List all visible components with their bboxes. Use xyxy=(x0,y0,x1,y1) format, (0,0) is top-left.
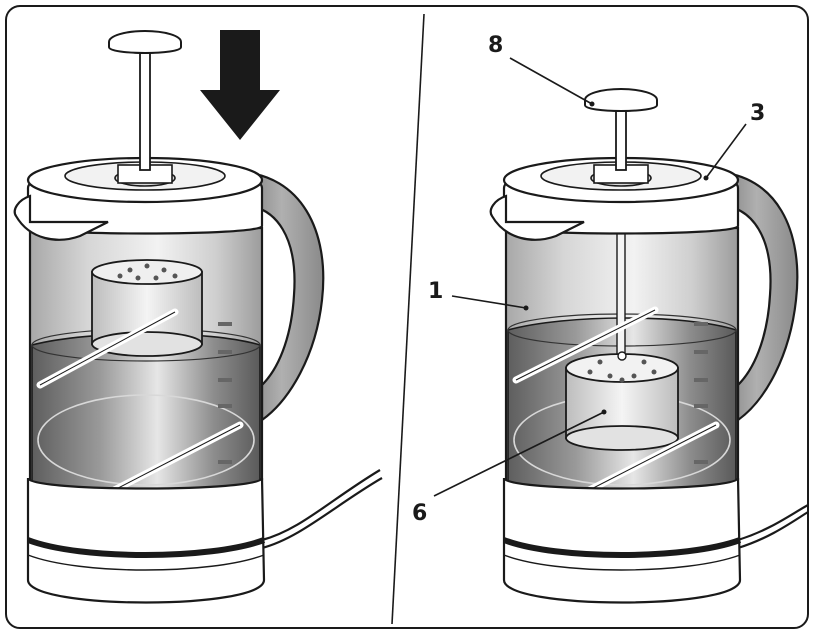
callout-1: 1 xyxy=(428,279,443,304)
callout-leader-8 xyxy=(509,57,593,105)
kettle-base-right xyxy=(502,476,742,604)
callout-leader-6 xyxy=(433,411,605,497)
callout-6: 6 xyxy=(412,501,427,526)
power-cord xyxy=(261,469,381,542)
left-panel xyxy=(13,30,383,604)
kettle-base xyxy=(26,476,266,604)
infuser-basket-lowered xyxy=(565,351,679,451)
callout-8: 8 xyxy=(488,33,503,58)
callout-leader-1 xyxy=(451,295,527,309)
water xyxy=(31,332,261,494)
plunger-knob xyxy=(584,88,658,171)
plunger xyxy=(108,30,182,171)
infuser-basket xyxy=(91,259,203,357)
level-marks xyxy=(218,322,232,464)
kettle-lid-right xyxy=(502,156,740,235)
down-arrow xyxy=(200,30,280,140)
kettle-lid xyxy=(26,156,264,235)
right-panel: 8 3 1 6 xyxy=(412,33,809,604)
callout-leader-3 xyxy=(705,123,747,179)
kettle-spout xyxy=(13,194,109,241)
callout-3: 3 xyxy=(750,101,765,126)
panel-divider xyxy=(391,13,425,625)
level-marks-right xyxy=(694,322,708,464)
